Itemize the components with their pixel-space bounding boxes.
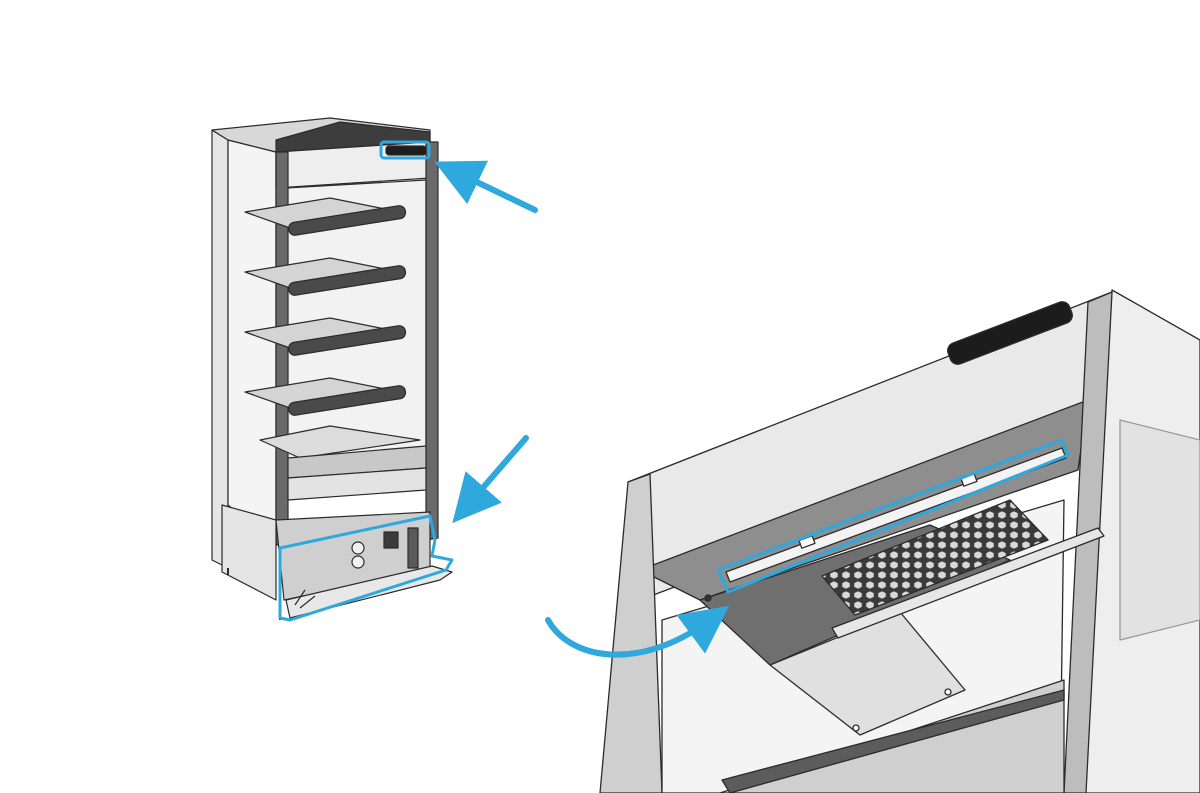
display-cabinet-overview: [211, 117, 453, 620]
bottom-service-panel-highlight: [278, 514, 454, 622]
shelf-2: [244, 257, 407, 296]
shelf-4: [244, 377, 407, 416]
overview-highlights: [278, 140, 454, 622]
overview-arrows: [434, 160, 538, 524]
curved-arrow-to-detail: [545, 605, 730, 658]
detail-shelf-edge: [721, 689, 1065, 793]
detail-screw-2: [944, 688, 952, 696]
top-vent-slot: [385, 145, 427, 156]
top-canopy-detail-view: [599, 289, 1200, 793]
light-rail-highlight: [716, 438, 1070, 594]
detail-light-rail: [725, 447, 1067, 583]
base-left-side: [221, 504, 277, 601]
detail-left-post: [599, 473, 663, 793]
detail-vent-slot: [947, 301, 1073, 365]
shelf-3: [244, 317, 407, 356]
detail-screw: [704, 594, 712, 602]
service-knob-2: [351, 555, 365, 569]
left-glass-panel: [227, 139, 277, 546]
shelves: [244, 197, 427, 479]
arrow-to-bottom-panel: [452, 435, 529, 524]
detail-perforated-grille: [821, 499, 1049, 616]
detail-right-interior: [1119, 419, 1200, 641]
arrow-to-top-vent: [434, 160, 538, 213]
control-strip: [407, 527, 419, 569]
service-knob-1: [351, 541, 365, 555]
shelf-5-base: [259, 425, 427, 479]
control-module: [383, 531, 399, 549]
right-front-post: [425, 141, 439, 541]
left-side-panel: [211, 129, 229, 569]
detail-grille-rail: [831, 527, 1105, 639]
front-flap: [285, 565, 453, 619]
shelf-1: [244, 197, 407, 236]
top-vent-slot-highlight: [379, 140, 431, 160]
front-lower-band: [287, 467, 427, 501]
detail-screw-3: [852, 724, 860, 732]
detail-ceiling-underside: [639, 399, 1089, 601]
